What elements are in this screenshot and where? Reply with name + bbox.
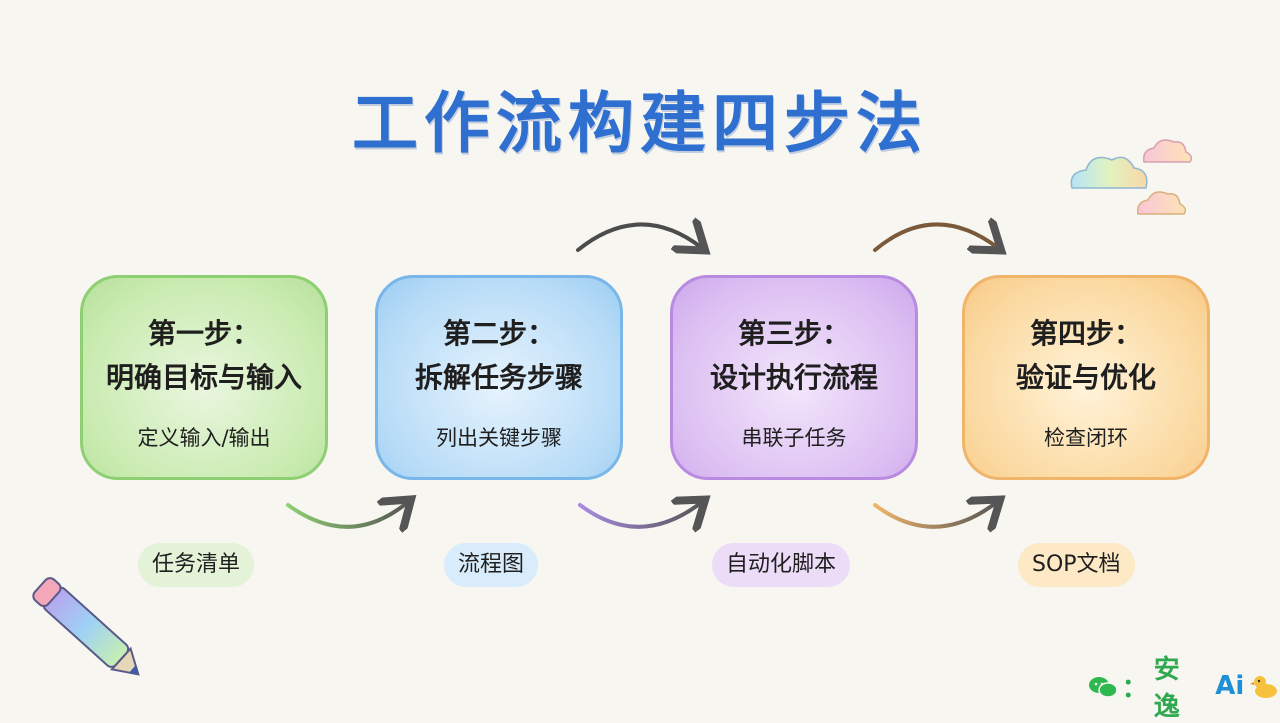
step-output-2: 流程图 [444,543,539,587]
page-title: 工作流构建四步法 [352,85,928,162]
arrow-2-3 [578,502,702,527]
step-goal: 明确目标与输入 [105,361,302,394]
step-card-1: 第一步： 明确目标与输入 定义输入/输出 [80,275,328,480]
duck-icon [1250,676,1278,698]
step-output-4: SOP文档 [1018,543,1135,587]
step-card-4: 第四步： 验证与优化 检查闭环 [962,275,1210,480]
step-card-3: 第三步： 设计执行流程 串联子任务 [670,275,918,480]
pencil-icon [32,577,140,676]
step-detail: 列出关键步骤 [436,426,562,450]
arrow-top-2-3 [576,224,702,250]
step-goal: 验证与优化 [1015,361,1156,394]
arrow-3-4 [873,502,997,527]
step-detail: 定义输入/输出 [137,426,271,450]
arrow-top-3-4 [873,224,998,250]
step-card-2: 第二步： 拆解任务步骤 列出关键步骤 [375,275,623,480]
step-goal: 设计执行流程 [709,361,878,394]
step-number: 第三步： [737,317,850,350]
cloud-icon [1070,139,1193,215]
step-number: 第一步： [147,317,260,350]
brand-colon: ： [1121,673,1148,704]
step-detail: 串联子任务 [741,426,847,450]
step-number: 第二步： [442,317,555,350]
brand-ai: Ai [1215,671,1245,701]
brand-watermark: ： 安逸 Ai [1088,655,1280,722]
wechat-icon [1089,677,1116,697]
step-number: 第四步： [1029,317,1142,350]
arrow-1-2 [286,502,408,527]
step-output-3: 自动化脚本 [712,543,851,587]
brand-name: 安逸 [1153,655,1182,722]
step-detail: 检查闭环 [1044,426,1128,450]
step-output-1: 任务清单 [138,543,255,587]
step-goal: 拆解任务步骤 [414,361,583,394]
